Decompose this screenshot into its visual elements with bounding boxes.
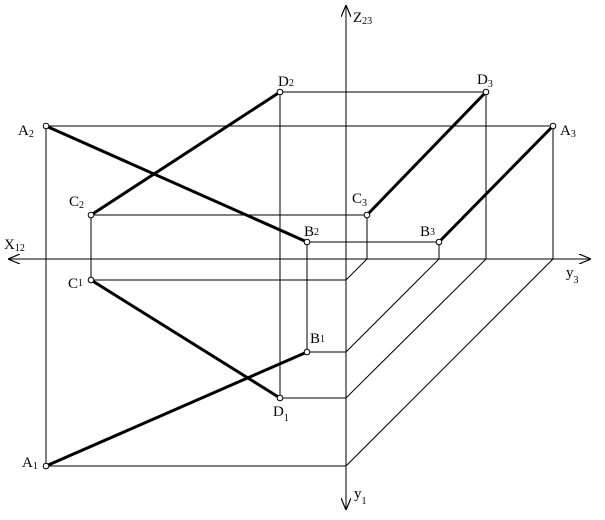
label-b2: B2: [304, 224, 319, 240]
segment-a1-b1: [44, 350, 309, 468]
axis-label-y1: y1: [354, 486, 367, 507]
point-a2: [42, 122, 50, 130]
axis-label-z23: Z23: [353, 10, 372, 27]
label-b3: B3: [420, 224, 435, 240]
label-d2: D2: [278, 74, 294, 90]
segment-b3-a3: [437, 124, 555, 244]
point-d3: [482, 88, 490, 96]
point-a1: [42, 462, 50, 470]
label-c2: C2: [69, 194, 84, 211]
label-a1: A1: [22, 455, 38, 472]
point-d1: [276, 394, 284, 402]
segment-c2-d2: [89, 90, 282, 217]
segment-c1-d1: [89, 278, 282, 400]
point-markers: [42, 88, 557, 470]
label-a2: A2: [18, 123, 34, 140]
label-c3: C3: [352, 191, 367, 209]
axis-label-x12: X12: [4, 237, 25, 254]
point-d2: [276, 88, 284, 96]
point-b2: [303, 238, 311, 246]
point-c2: [87, 211, 95, 219]
segment-a2-b2: [44, 124, 309, 244]
construction-lines: [45, 91, 554, 467]
axis-label-y3: y3: [566, 265, 579, 286]
label-a3: A3: [560, 123, 576, 140]
segment-c3-d3: [365, 90, 488, 217]
label-c1: C1: [68, 276, 83, 292]
label-d1: D1: [273, 404, 289, 424]
label-b1: B1: [310, 331, 325, 347]
point-b3: [435, 238, 443, 246]
point-c3: [363, 211, 371, 219]
point-b1: [303, 348, 311, 356]
label-d3: D3: [477, 72, 493, 90]
point-c1: [87, 276, 95, 284]
segments: [44, 90, 555, 468]
point-a3: [549, 122, 557, 130]
